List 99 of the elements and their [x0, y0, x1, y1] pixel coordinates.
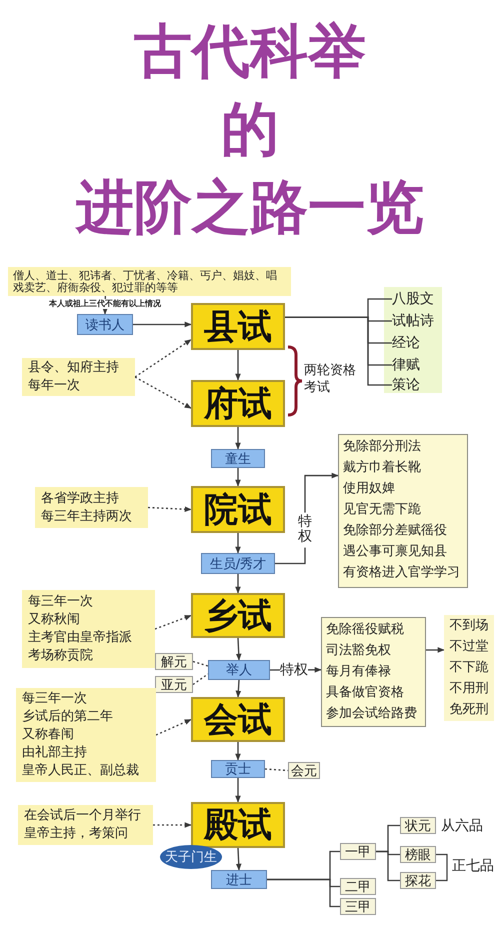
- note-box: [35, 487, 148, 528]
- subject-label: 律赋: [392, 356, 440, 374]
- annotation-text: 两轮资格考试: [304, 362, 357, 396]
- list-item: 具备做官资格: [326, 684, 405, 702]
- rank-box: 一甲: [340, 843, 376, 860]
- exam-box: 殿试: [191, 802, 285, 848]
- note-text: 县令、知府主持: [28, 359, 120, 377]
- connector: [235, 778, 241, 803]
- process-box: 举人: [208, 660, 270, 680]
- privilege-list-box: [338, 434, 468, 588]
- note-box: [16, 688, 156, 782]
- edge-label: 特权: [297, 512, 313, 548]
- connector: [153, 822, 192, 828]
- connector: [235, 350, 241, 381]
- edge-label: 本人或祖上三代不能有以上情况: [49, 299, 161, 309]
- connector: [156, 718, 192, 736]
- subject-label: 策论: [392, 376, 440, 394]
- note-box: [22, 590, 155, 668]
- connector: [264, 768, 288, 772]
- connector: [154, 614, 192, 630]
- privilege-list-box: [321, 617, 426, 727]
- note-box: [18, 805, 153, 845]
- process-box: 生员/秀才: [201, 553, 275, 574]
- subject-label: 试帖诗: [392, 312, 440, 330]
- note-text: 每三年一次: [22, 690, 88, 708]
- rank-box: 榜眼: [400, 846, 436, 863]
- connector: [236, 638, 242, 661]
- connector: [235, 533, 241, 554]
- side-note: 从六品: [441, 818, 483, 835]
- connector: [285, 316, 392, 386]
- title-box: 会元: [288, 762, 320, 779]
- note-text: 主考官由皇帝指派: [28, 629, 133, 647]
- list-item: 戴方巾着长靴: [343, 459, 422, 477]
- subject-label: 经论: [392, 334, 440, 352]
- connector: [376, 850, 400, 882]
- process-box: 进士: [211, 870, 267, 889]
- note-text: 皇帝主持，考策问: [24, 825, 129, 843]
- subject-label: 八股文: [392, 290, 440, 308]
- list-item: 有资格进入官学学习: [343, 564, 461, 582]
- list-item: 免除部分差赋徭役: [343, 522, 448, 540]
- list-item: 不用刑: [448, 680, 490, 698]
- note-text: 每年一次: [28, 377, 81, 395]
- process-box: 读书人: [77, 314, 133, 335]
- connector: [426, 647, 445, 653]
- annotation-text: 正七品: [452, 858, 495, 875]
- title-box: 亚元: [155, 676, 193, 693]
- privilege-list-panel: [444, 615, 494, 721]
- note-text: 每三年一次: [28, 593, 94, 611]
- connector: [148, 506, 192, 512]
- note-text: 又称春闱: [22, 726, 75, 744]
- box-label: 状元: [405, 818, 431, 834]
- list-item: 免除徭役赋税: [326, 621, 405, 639]
- edge-label: 特权: [280, 661, 308, 679]
- connector: [235, 574, 241, 594]
- rank-box: 探花: [400, 872, 436, 889]
- list-item: 遇公事可禀见知县: [343, 543, 448, 561]
- title-box: 解元: [155, 653, 193, 670]
- list-item: 每月有俸禄: [326, 663, 392, 681]
- connector: [192, 673, 208, 686]
- title: 古代科举的进阶之路一览: [74, 16, 425, 243]
- list-item: 免除部分刑法: [343, 438, 422, 456]
- note-text: 考场称贡院: [28, 647, 94, 665]
- process-box: 贡士: [211, 760, 265, 778]
- connector: [192, 660, 208, 667]
- connector: [134, 339, 192, 378]
- note-text: 又称秋闱: [28, 611, 81, 629]
- connector: [236, 680, 242, 698]
- list-item: 不到场: [448, 617, 490, 635]
- list-item: 见官无需下跪: [343, 501, 422, 519]
- connector: [236, 848, 242, 871]
- note-text: 每三年主持两次: [41, 508, 133, 526]
- connector: [134, 376, 192, 409]
- exam-box: 乡试: [191, 593, 285, 638]
- connector: [235, 468, 241, 487]
- badge-ellipse: 天子门生: [160, 845, 222, 869]
- connector: [133, 322, 192, 328]
- rank-box: 三甲: [340, 898, 376, 915]
- list-item: 参加会试给路费: [326, 705, 418, 723]
- list-item: 不下跪: [448, 659, 490, 677]
- note-text: 在会试后一个月举行: [24, 807, 142, 825]
- note-text: 各省学政主持: [41, 490, 120, 508]
- connector: [235, 742, 241, 761]
- note-box: 僧人、道士、犯讳者、丁忧者、冷籍、丐户、娼妓、唱戏卖艺、府衙杂役、犯过罪的等等: [8, 267, 291, 296]
- process-box: 童生: [211, 449, 265, 468]
- connector: [235, 427, 241, 450]
- list-item: 使用奴婢: [343, 480, 396, 498]
- note-text: 乡试后的第二年: [22, 708, 114, 726]
- list-item: 免死刑: [448, 701, 490, 719]
- exam-box: 院试: [191, 486, 285, 533]
- list-item: 司法豁免权: [326, 642, 392, 660]
- exam-box: 会试: [191, 697, 285, 742]
- note-box: [22, 358, 135, 396]
- list-item: 不过堂: [448, 638, 490, 656]
- exam-box: 县试: [191, 303, 285, 350]
- connector: [267, 878, 340, 908]
- note-text: 皇帝人民正、副总裁: [22, 762, 140, 780]
- rank-box: 二甲: [340, 878, 376, 895]
- note-text: 由礼部主持: [22, 744, 88, 762]
- exam-box: 府试: [191, 380, 285, 427]
